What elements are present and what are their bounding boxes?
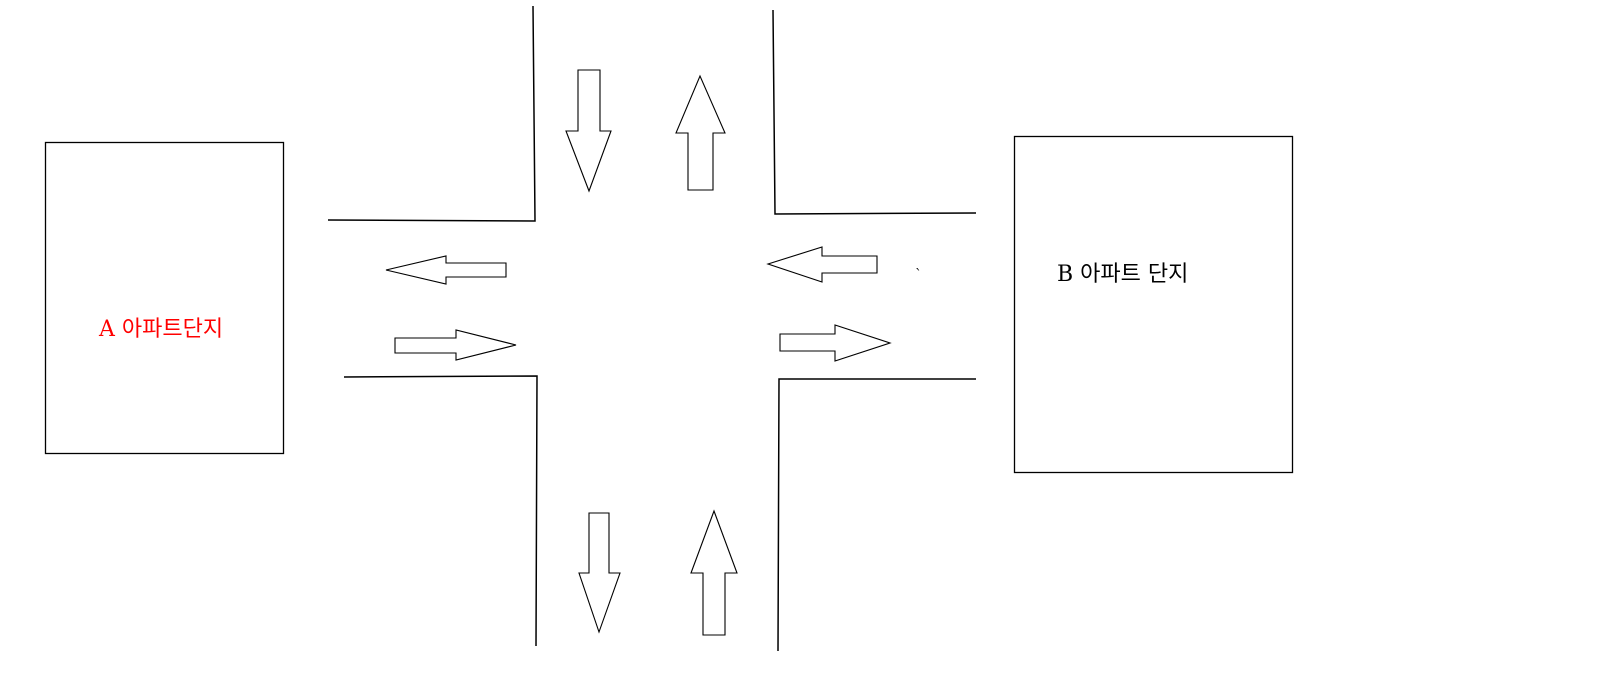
stray-mark: ` [915,267,922,283]
arrow-up-south-lane [690,509,738,636]
arrow-right-east-lane [779,324,892,362]
arrow-left-east-lane [766,246,878,283]
arrow-right-west-lane [394,329,517,361]
complex-a-label: A 아파트단지 [98,317,223,342]
traffic-arrows [385,69,892,636]
apartment-complex-a: A 아파트단지 [44,141,285,455]
road-edge-north-left [327,5,536,222]
arrow-left-west-lane [385,255,507,285]
arrow-down-north-lane [565,69,612,193]
road-edge-south-left [343,375,538,647]
road-edge-north-right [772,9,977,215]
complex-b-label: B 아파트 단지 [1057,262,1188,287]
arrow-down-south-lane [578,512,621,634]
complex-b-outline [1013,135,1294,474]
road-edge-south-right [777,378,976,652]
complex-a-outline [44,141,285,455]
road-edges [327,5,977,652]
arrow-up-north-lane [675,74,726,191]
apartment-complex-b: B 아파트 단지 [1013,135,1294,474]
